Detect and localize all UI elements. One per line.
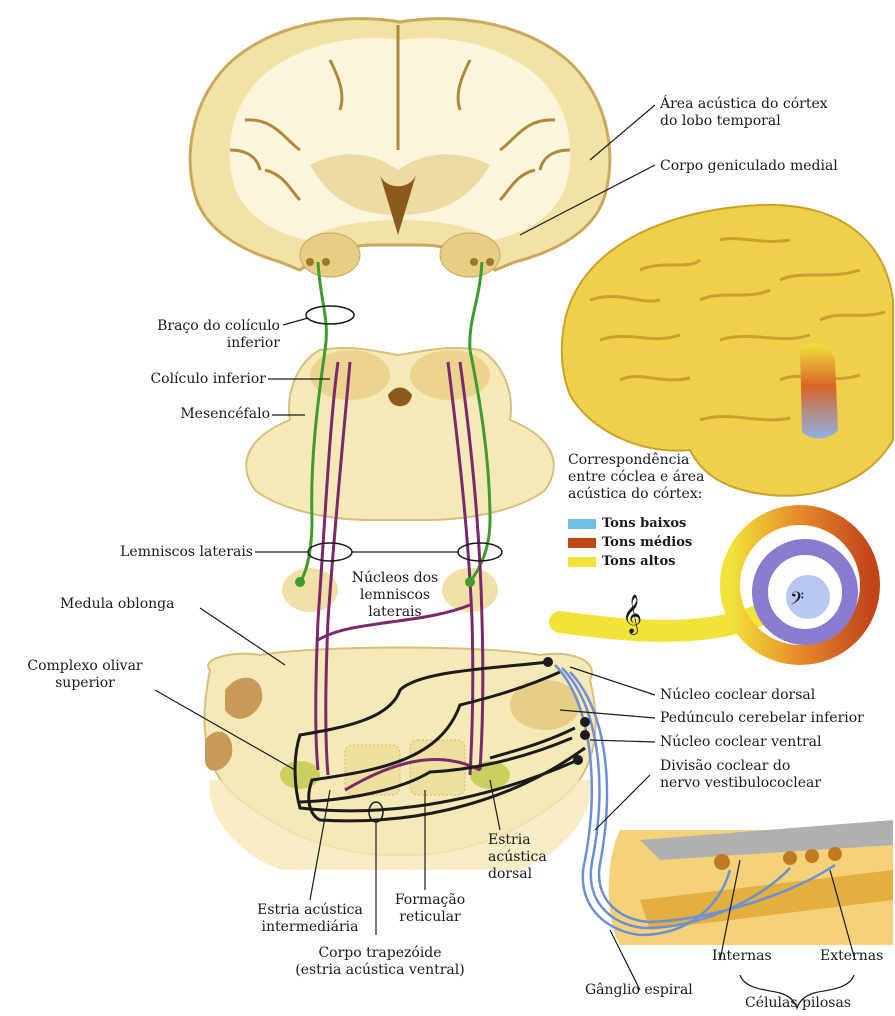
label-ganglio-espiral: Gânglio espiral (585, 982, 693, 999)
low-tone-swatch (568, 519, 596, 529)
legend-item-low: Tons baixos (568, 516, 686, 532)
label-corpo-trapezoide: Corpo trapezóide(estria acústica ventral… (290, 945, 470, 979)
label-nucleo-coclear-ventral: Núcleo coclear ventral (660, 734, 821, 751)
cerebrum-section (190, 19, 610, 277)
label-pedunculo-cerebelar: Pedúnculo cerebelar inferior (660, 710, 864, 727)
label-medula-oblonga: Medula oblonga (60, 596, 175, 613)
label-mesencefalo: Mesencéfalo (110, 406, 270, 423)
mid-tone-swatch (568, 538, 596, 548)
legend-item-high: Tons altos (568, 554, 676, 570)
treble-clef-icon: 𝄞 (622, 594, 642, 635)
label-internas: Internas (712, 948, 772, 965)
organ-of-corti-inset (609, 820, 893, 945)
label-corpo-geniculado: Corpo geniculado medial (660, 158, 838, 175)
label-externas: Externas (820, 948, 883, 965)
label-nucleo-coclear-dorsal: Núcleo coclear dorsal (660, 687, 815, 704)
label-lemniscos-laterais: Lemniscos laterais (60, 544, 253, 561)
label-celulas-pilosas: Células pilosas (745, 995, 851, 1012)
midbrain-section (246, 348, 553, 520)
high-tone-swatch (568, 557, 596, 567)
bass-clef-icon: 𝄢 (790, 589, 804, 614)
legend-item-mid: Tons médios (568, 535, 692, 551)
label-coliculo-inferior: Colículo inferior (110, 371, 266, 388)
